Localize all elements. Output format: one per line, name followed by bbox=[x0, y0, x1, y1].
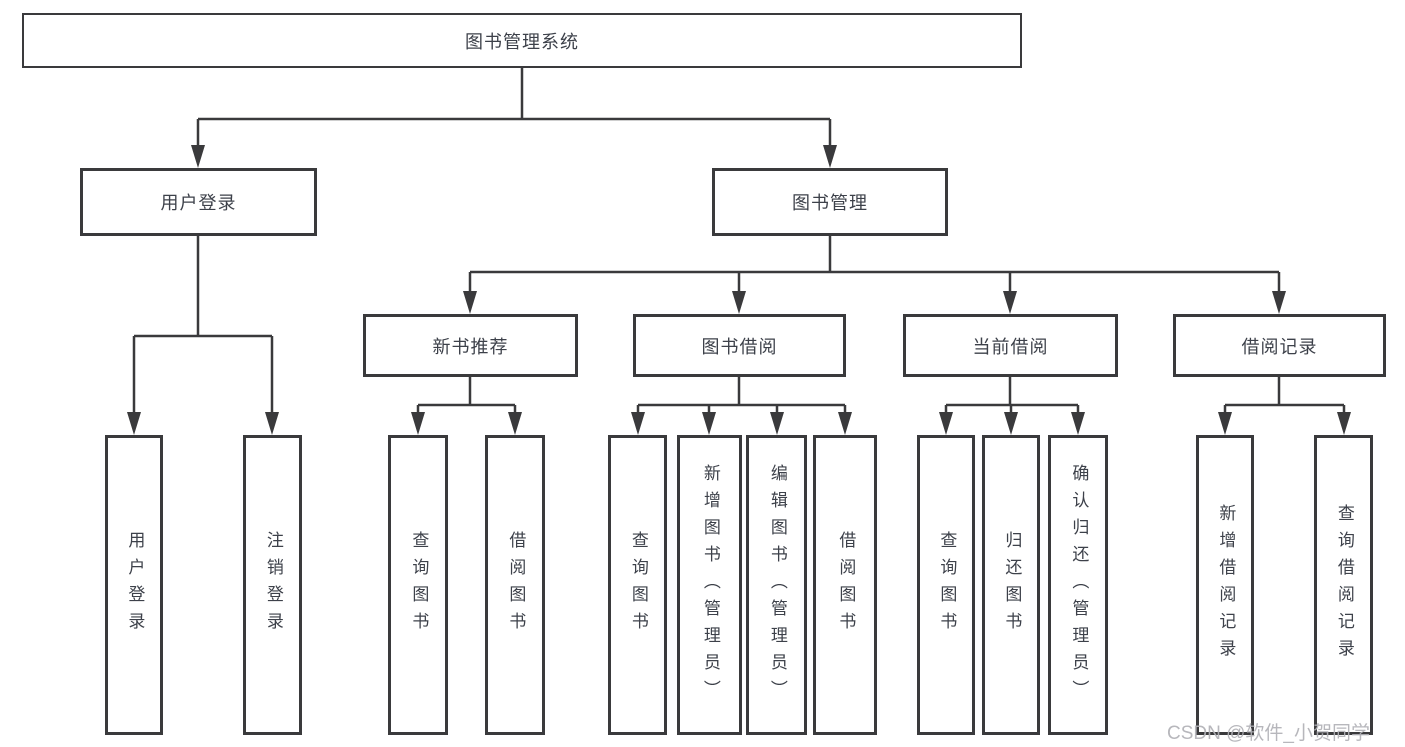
leaf-label: 查询图书 bbox=[409, 531, 429, 639]
leaf-label: 借阅图书 bbox=[506, 531, 526, 639]
node-current-borrowing: 当前借阅 bbox=[903, 314, 1118, 377]
leaf-label: 查询借阅记录 bbox=[1334, 504, 1354, 666]
leaf-query-books-3: 查询图书 bbox=[917, 435, 975, 735]
leaf-logout-login: 注销登录 bbox=[243, 435, 302, 735]
leaf-label: 新增借阅记录 bbox=[1216, 504, 1236, 666]
node-label: 借阅记录 bbox=[1241, 336, 1318, 357]
leaf-label: 编辑图书（管理员） bbox=[767, 463, 787, 707]
leaf-confirm-return-admin: 确认归还（管理员） bbox=[1048, 435, 1108, 735]
leaf-add-borrow-record: 新增借阅记录 bbox=[1196, 435, 1254, 735]
leaf-label: 确认归还（管理员） bbox=[1069, 463, 1089, 707]
leaf-borrow-books-1: 借阅图书 bbox=[485, 435, 545, 735]
node-label: 图书管理系统 bbox=[465, 31, 579, 52]
leaf-label: 用户登录 bbox=[125, 531, 145, 639]
leaf-query-books-2: 查询图书 bbox=[608, 435, 667, 735]
leaf-label: 查询图书 bbox=[937, 531, 957, 639]
leaf-label: 查询图书 bbox=[628, 531, 648, 639]
leaf-return-books: 归还图书 bbox=[982, 435, 1040, 735]
connector-stems bbox=[132, 68, 1346, 417]
node-library-system: 图书管理系统 bbox=[22, 13, 1022, 68]
node-borrowing-records: 借阅记录 bbox=[1173, 314, 1386, 377]
leaf-user-login: 用户登录 bbox=[105, 435, 163, 735]
node-label: 用户登录 bbox=[160, 193, 237, 213]
leaf-query-borrow-record: 查询借阅记录 bbox=[1314, 435, 1373, 735]
node-label: 新书推荐 bbox=[432, 336, 509, 357]
leaf-borrow-books-2: 借阅图书 bbox=[813, 435, 877, 735]
node-user-login: 用户登录 bbox=[80, 168, 317, 236]
leaf-edit-books-admin: 编辑图书（管理员） bbox=[746, 435, 807, 735]
leaf-query-books-1: 查询图书 bbox=[388, 435, 448, 735]
node-book-management: 图书管理 bbox=[712, 168, 948, 236]
node-label: 当前借阅 bbox=[972, 336, 1049, 357]
leaf-add-books-admin: 新增图书（管理员） bbox=[677, 435, 742, 735]
leaf-label: 注销登录 bbox=[263, 531, 283, 639]
node-label: 图书管理 bbox=[792, 193, 868, 213]
leaf-label: 新增图书（管理员） bbox=[700, 463, 720, 707]
node-book-borrowing: 图书借阅 bbox=[633, 314, 846, 377]
leaf-label: 借阅图书 bbox=[836, 531, 856, 639]
node-new-book-recommend: 新书推荐 bbox=[363, 314, 578, 377]
csdn-watermark: CSDN @软件_小贺同学 bbox=[1167, 723, 1370, 744]
node-label: 图书借阅 bbox=[701, 336, 778, 357]
leaf-label: 归还图书 bbox=[1002, 531, 1022, 639]
